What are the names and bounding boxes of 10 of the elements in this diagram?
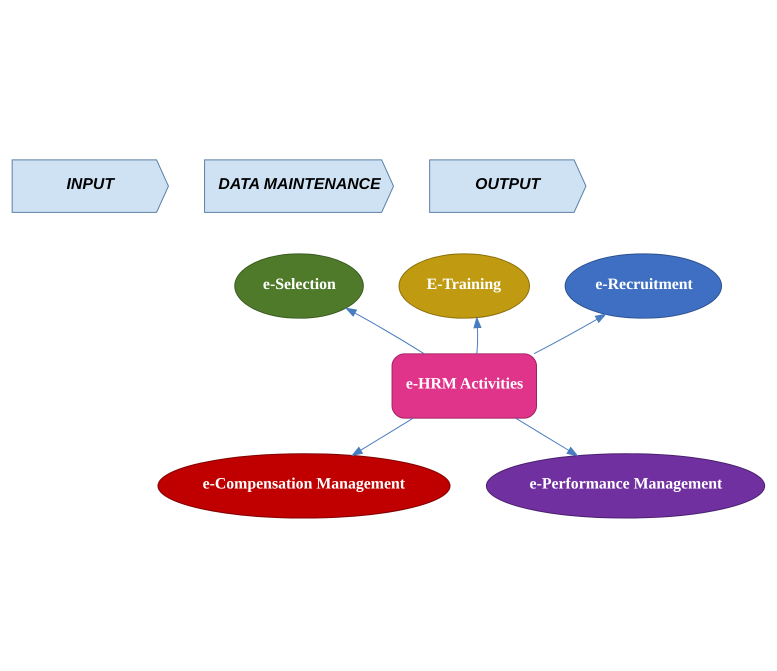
node-ellipse: E-Training: [398, 252, 530, 318]
arrow: [534, 313, 607, 354]
arrow: [515, 417, 579, 456]
node-ellipse: e-Performance Management: [486, 452, 766, 518]
node-ellipse: e-Compensation Management: [157, 452, 451, 518]
arrow: [350, 417, 414, 456]
node-ellipse: e-Recruitment: [564, 252, 722, 318]
arrow: [344, 307, 425, 354]
node-box: e-HRM Activities: [392, 352, 537, 418]
arrow: [473, 316, 482, 354]
